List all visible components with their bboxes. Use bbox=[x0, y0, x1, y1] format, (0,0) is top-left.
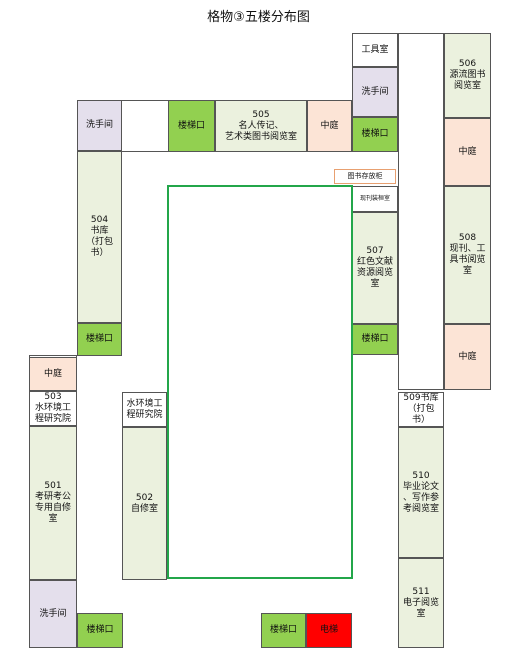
restroom-bottom-left: 洗手间 bbox=[29, 580, 77, 648]
tools-room: 工具室 bbox=[352, 33, 398, 67]
room-507: 507 红色文献 资源阅览 室 bbox=[352, 212, 398, 324]
room-501: 501 考研考公 专用自修 室 bbox=[29, 426, 77, 580]
restroom-top-left: 洗手间 bbox=[77, 100, 122, 151]
center-atrium-outline bbox=[167, 185, 353, 579]
courtyard-right-upper: 中庭 bbox=[444, 118, 491, 186]
stair-bottom-middle: 楼梯口 bbox=[261, 613, 306, 648]
book-storage-cabinet: 图书存放柜 bbox=[334, 169, 396, 184]
elevator: 电梯 bbox=[306, 613, 352, 648]
restroom-top-right: 洗手间 bbox=[352, 67, 398, 117]
room-510: 510 毕业论文 、写作参 考阅览室 bbox=[398, 427, 444, 558]
room-503: 503 水环境工 程研究院 bbox=[29, 391, 77, 426]
courtyard-right-lower: 中庭 bbox=[444, 324, 491, 390]
room-504: 504 书库 （打包 书） bbox=[77, 151, 122, 323]
room-509: 509书库 （打包 书） bbox=[398, 392, 444, 427]
stair-left-middle: 楼梯口 bbox=[77, 323, 122, 356]
stair-right-middle: 楼梯口 bbox=[352, 324, 398, 355]
room-508: 508 现刊、工 具书阅览 室 bbox=[444, 186, 491, 324]
room-505: 505 名人传记、 艺术类图书阅览室 bbox=[215, 100, 307, 152]
courtyard-top: 中庭 bbox=[307, 100, 352, 152]
stair-bottom-left: 楼梯口 bbox=[77, 613, 123, 648]
periodical-binding-room: 现刊装桓室 bbox=[352, 186, 398, 212]
corridor-right-top bbox=[398, 33, 444, 390]
room-506: 506 源流图书 阅览室 bbox=[444, 33, 491, 118]
water-env-institute: 水环境工 程研究院 bbox=[122, 392, 167, 427]
room-502: 502 自修室 bbox=[122, 427, 167, 580]
stair-top-right: 楼梯口 bbox=[352, 117, 398, 152]
map-title: 格物③五楼分布图 bbox=[207, 10, 310, 25]
room-511: 511 电子阅览 室 bbox=[398, 558, 444, 648]
stair-top-middle: 楼梯口 bbox=[168, 100, 215, 152]
courtyard-left: 中庭 bbox=[29, 357, 77, 391]
